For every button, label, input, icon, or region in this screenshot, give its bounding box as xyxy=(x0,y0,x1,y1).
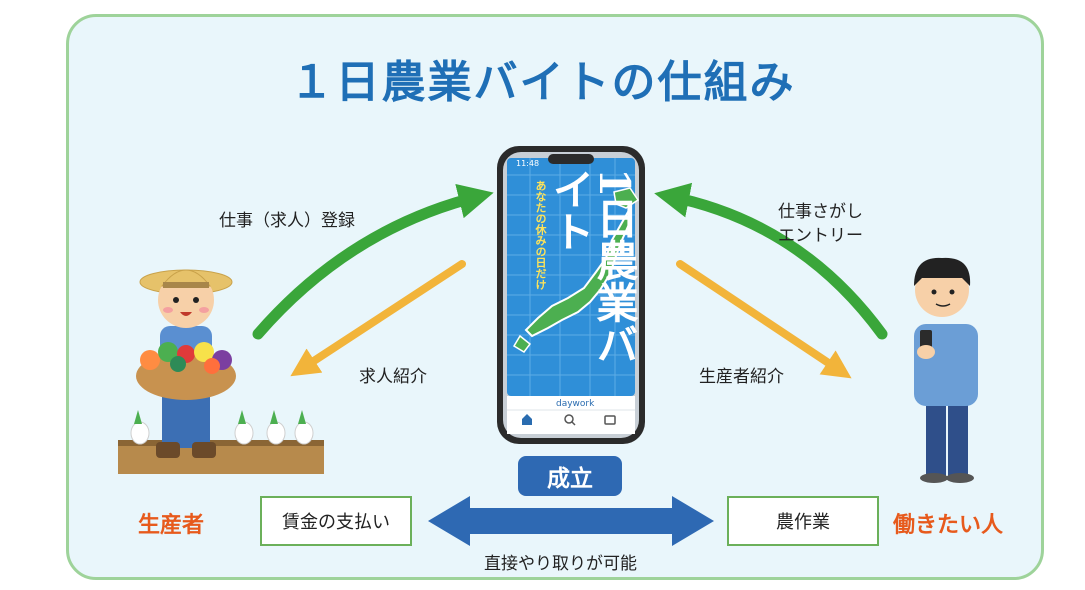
farmer-illustration xyxy=(118,269,324,474)
badge-established: 成立 xyxy=(518,456,622,496)
phone-app-title: 1日農業バイト xyxy=(546,168,639,366)
phone-brand: daywork xyxy=(556,399,595,409)
label-job-search: 仕事さがし xyxy=(778,202,863,222)
diagram-title: １日農業バイトの仕組み xyxy=(289,57,796,108)
worker-illustration xyxy=(914,257,978,483)
role-worker: 働きたい人 xyxy=(893,513,1004,538)
box-wage-payment: 賃金の支払い xyxy=(260,496,412,546)
phone-status-time: 11:48 xyxy=(516,159,540,168)
arrow-job-introduction xyxy=(290,260,466,377)
home-icon xyxy=(522,414,532,425)
briefcase-icon xyxy=(604,415,616,425)
search-icon xyxy=(564,414,574,424)
arrow-direct-exchange xyxy=(428,496,714,546)
label-producer-introduction: 生産者紹介 xyxy=(699,367,784,387)
smartphone-illustration xyxy=(497,146,645,444)
label-job-search-entry: 仕事さがし エントリー xyxy=(778,200,863,248)
label-job-registration: 仕事（求人）登録 xyxy=(219,211,355,231)
role-producer: 生産者 xyxy=(138,513,205,538)
arrow-job-search-entry xyxy=(654,182,888,340)
box-farm-work: 農作業 xyxy=(727,496,879,546)
arrow-job-registration xyxy=(252,183,494,340)
japan-map xyxy=(524,209,632,338)
label-job-introduction: 求人紹介 xyxy=(359,367,427,387)
label-entry: エントリー xyxy=(778,226,863,246)
arrow-producer-introduction xyxy=(676,260,852,379)
label-direct-exchange: 直接やり取りが可能 xyxy=(484,554,637,574)
phone-tagline: あなたの休みの日だけ xyxy=(534,180,547,290)
